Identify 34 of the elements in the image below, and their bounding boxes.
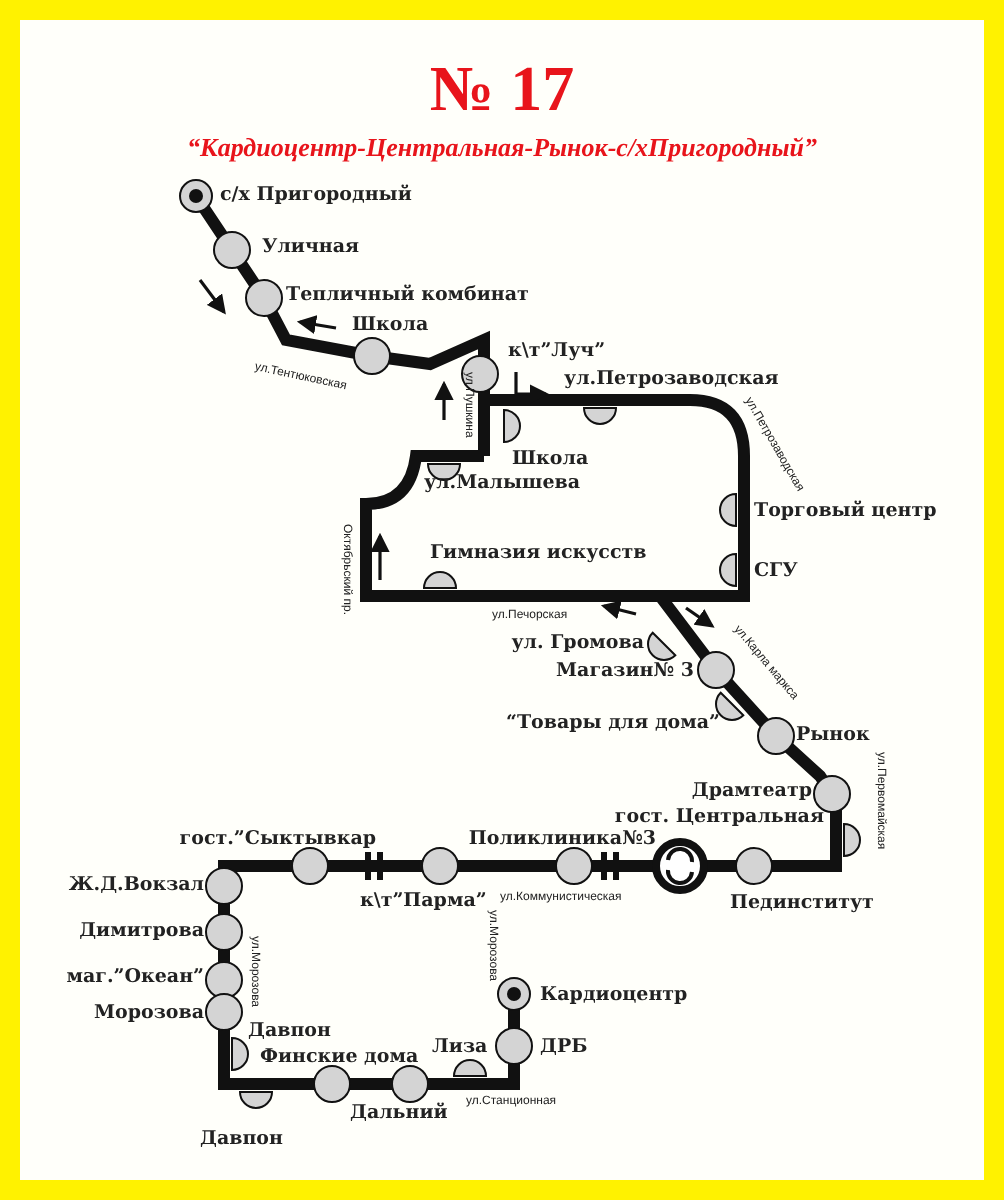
- stop-name: Торговый центр: [754, 500, 937, 522]
- stop-name: Уличная: [262, 236, 360, 258]
- stop-name: к\т”Луч”: [508, 340, 606, 362]
- stop-name: ул.Петрозаводская: [564, 368, 779, 390]
- stop-name: Дальний: [350, 1102, 448, 1124]
- stop-name: Драмтеатр: [691, 780, 812, 802]
- route-number: № 17: [427, 52, 577, 126]
- stop-name: Тепличный комбинат: [286, 284, 529, 306]
- stop-name: Поликлиника№3: [468, 828, 656, 850]
- stop-name: Гимназия искусств: [430, 542, 647, 564]
- stop-name: Школа: [512, 448, 589, 470]
- stop-name: маг.”Океан”: [66, 966, 204, 988]
- stop-name: Лиза: [432, 1036, 488, 1058]
- stop-name: Рынок: [796, 724, 870, 746]
- stop-name: Магазин№ 3: [556, 660, 694, 682]
- stop-name: СГУ: [754, 560, 798, 582]
- stop-name: ул. Громова: [511, 632, 644, 654]
- stop-name: Школа: [352, 314, 429, 336]
- stop-name: Давпон: [200, 1128, 283, 1150]
- stop-name: к\т”Парма”: [360, 890, 487, 912]
- stop-name: Ж.Д.Вокзал: [68, 874, 204, 896]
- stop-name: “Товары для дома”: [506, 712, 720, 734]
- stop-name: ул.Малышева: [424, 472, 580, 494]
- stop-name: гост.”Сыктывкар: [179, 828, 376, 850]
- stop-name: ДРБ: [540, 1036, 588, 1058]
- stop-name: Морозова: [94, 1002, 204, 1024]
- route-name: “Кардиоцентр-Центральная-Рынок-с/хПригородный”: [185, 132, 819, 164]
- stop-name: с/х Пригородный: [220, 184, 412, 206]
- stop-name: Димитрова: [79, 920, 204, 942]
- stop-name: Кардиоцентр: [540, 984, 688, 1006]
- stop-name: Финские дома: [260, 1046, 419, 1068]
- stop-name: Давпон: [248, 1020, 331, 1042]
- stop-name: гост. Центральная: [614, 806, 824, 828]
- stop-name: Пединститут: [730, 892, 874, 914]
